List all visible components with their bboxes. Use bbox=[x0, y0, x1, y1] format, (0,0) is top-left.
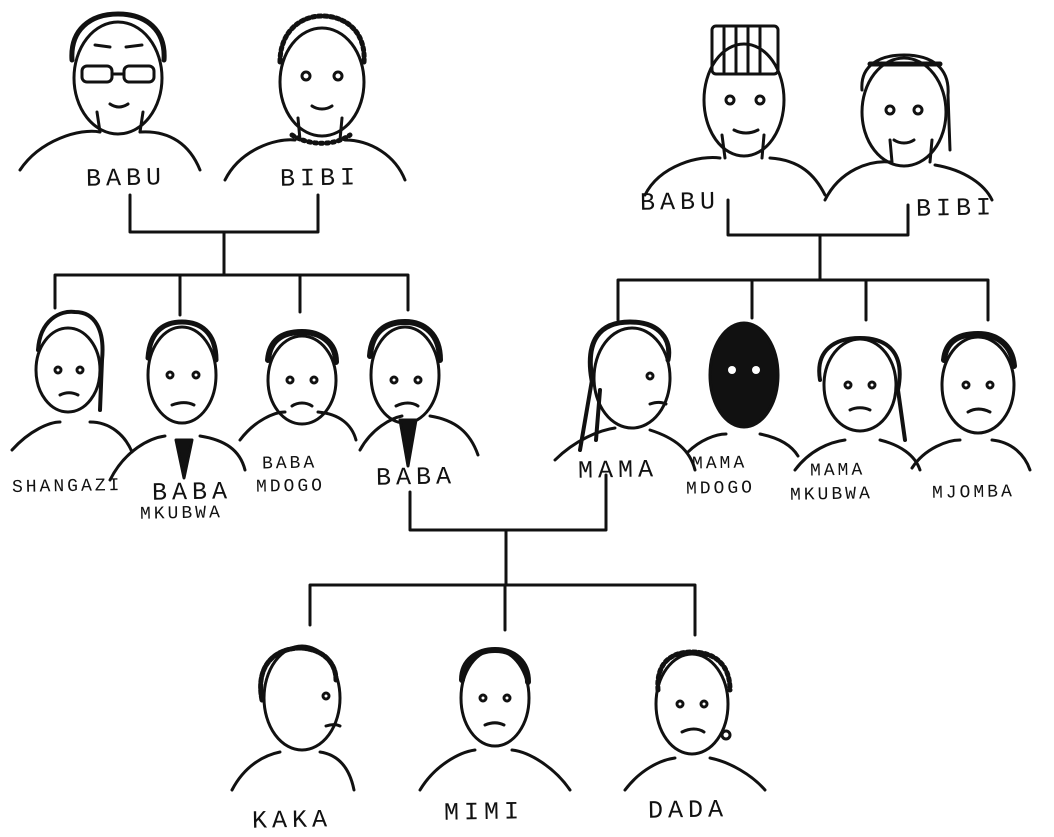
baba-mkubwa-portrait bbox=[108, 319, 247, 482]
connector-children-bar bbox=[308, 583, 697, 637]
label-mama-mdogo-line2: MDOGO bbox=[685, 478, 756, 500]
label-mimi: MIMI bbox=[443, 797, 525, 828]
label-baba-mdogo-line1: BABA bbox=[261, 453, 318, 475]
baba-mdogo-portrait bbox=[238, 329, 358, 442]
dada-portrait bbox=[623, 649, 767, 792]
mama-mkubwa-portrait bbox=[793, 336, 922, 472]
label-dada: DADA bbox=[647, 795, 729, 826]
label-shangazi: SHANGAZI bbox=[11, 476, 123, 498]
label-mama-mdogo-line1: MAMA bbox=[691, 453, 748, 475]
bibi-paternal-portrait bbox=[223, 13, 407, 182]
connector-maternal-grandparents bbox=[726, 198, 910, 237]
label-babu-paternal: BABU bbox=[85, 163, 167, 194]
label-mama-mkubwa-line1: MAMA bbox=[809, 460, 866, 482]
label-babu-maternal: BABU bbox=[639, 187, 721, 218]
label-baba-mdogo-line2: MDOGO bbox=[255, 476, 326, 498]
label-bibi-paternal: BIBI bbox=[279, 163, 361, 194]
connector-paternal-children-bar bbox=[53, 273, 410, 317]
label-mjomba: MJOMBA bbox=[931, 482, 1015, 504]
shangazi-portrait bbox=[10, 309, 134, 454]
bibi-maternal-portrait bbox=[823, 53, 994, 202]
mjomba-portrait bbox=[910, 331, 1032, 472]
kaka-portrait bbox=[230, 644, 356, 792]
mimi-portrait bbox=[418, 647, 572, 792]
label-mama-mkubwa-line2: MKUBWA bbox=[789, 484, 873, 506]
label-mama: MAMA bbox=[577, 455, 659, 486]
baba-portrait bbox=[358, 319, 480, 468]
label-baba: BABA bbox=[375, 462, 457, 493]
label-kaka: KAKA bbox=[251, 805, 333, 836]
mama-mdogo-portrait bbox=[686, 321, 800, 458]
label-bibi-maternal: BIBI bbox=[915, 193, 997, 224]
label-baba-mkubwa-line1: BABA bbox=[151, 477, 233, 508]
label-baba-mkubwa-line2: MKUBWA bbox=[139, 503, 223, 525]
babu-maternal-portrait bbox=[643, 24, 827, 197]
connector-parents bbox=[408, 473, 608, 532]
connector-maternal-children-bar bbox=[616, 278, 990, 322]
connector-paternal-grandparents bbox=[128, 193, 320, 234]
babu-paternal-portrait bbox=[18, 11, 202, 172]
mama-portrait bbox=[553, 319, 697, 472]
